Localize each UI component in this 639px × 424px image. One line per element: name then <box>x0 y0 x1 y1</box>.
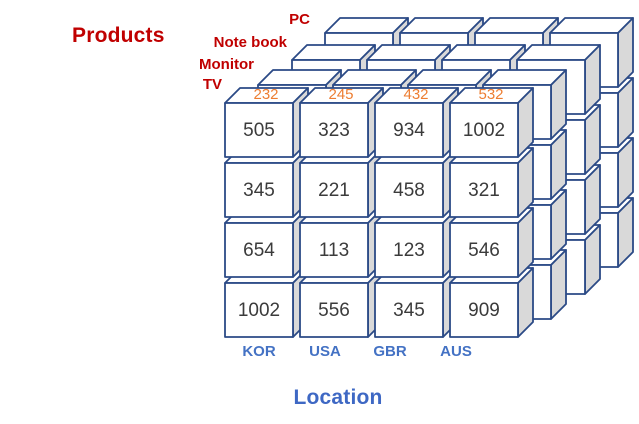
cell-value: 1002 <box>238 300 280 321</box>
product-layer-label-monitor: Monitor <box>199 56 254 73</box>
product-layer-label-pc: PC <box>289 11 310 28</box>
cell-value: 556 <box>318 300 350 321</box>
location-label-aus: AUS <box>440 343 472 360</box>
top-cell-value: 432 <box>403 86 428 103</box>
cube-front-face <box>224 282 294 338</box>
cell-value: 909 <box>468 300 500 321</box>
cell-value: 1002 <box>463 120 505 141</box>
top-cell-value: 532 <box>478 86 503 103</box>
cube-front-face <box>224 102 294 158</box>
cube-front-face <box>299 162 369 218</box>
cell-value: 345 <box>243 180 275 201</box>
cell-value: 505 <box>243 120 275 141</box>
product-layer-label-tv: TV <box>202 76 222 93</box>
cell-value: 323 <box>318 120 350 141</box>
location-label-usa: USA <box>309 343 341 360</box>
cube-layer-tv <box>224 87 534 338</box>
location-label-gbr: GBR <box>373 343 407 360</box>
cube-front-face <box>374 162 444 218</box>
cell-value: 345 <box>393 300 425 321</box>
cube-front-face <box>299 222 369 278</box>
cube-front-face <box>224 162 294 218</box>
top-cell-value: 245 <box>328 86 353 103</box>
cell-value: 113 <box>319 240 349 261</box>
cube-front-face <box>299 282 369 338</box>
cube-front-face <box>449 222 519 278</box>
cell-value: 321 <box>468 180 500 201</box>
location-axis-title: Location <box>293 386 383 409</box>
cube-front-face <box>449 102 519 158</box>
cube-front-face <box>224 222 294 278</box>
cube-front-face <box>299 102 369 158</box>
products-axis-title: Products <box>72 24 165 47</box>
cube-front-face <box>374 282 444 338</box>
cube-front-face <box>449 282 519 338</box>
cube-values: 232 245 432 532 505 323 934 1002 345 221 458 321 654… <box>238 86 505 321</box>
cube-front-face <box>449 162 519 218</box>
cell-value: 934 <box>393 120 425 141</box>
cell-value: 546 <box>468 240 500 261</box>
cell-value: 458 <box>393 180 425 201</box>
location-label-kor: KOR <box>242 343 276 360</box>
cell-value: 221 <box>318 180 350 201</box>
top-cell-value: 232 <box>253 86 278 103</box>
cell-value: 123 <box>393 240 425 261</box>
product-layer-label-notebook: Note book <box>213 34 287 51</box>
cube-front-face <box>374 222 444 278</box>
cell-value: 654 <box>243 240 275 261</box>
cube-front-face <box>374 102 444 158</box>
